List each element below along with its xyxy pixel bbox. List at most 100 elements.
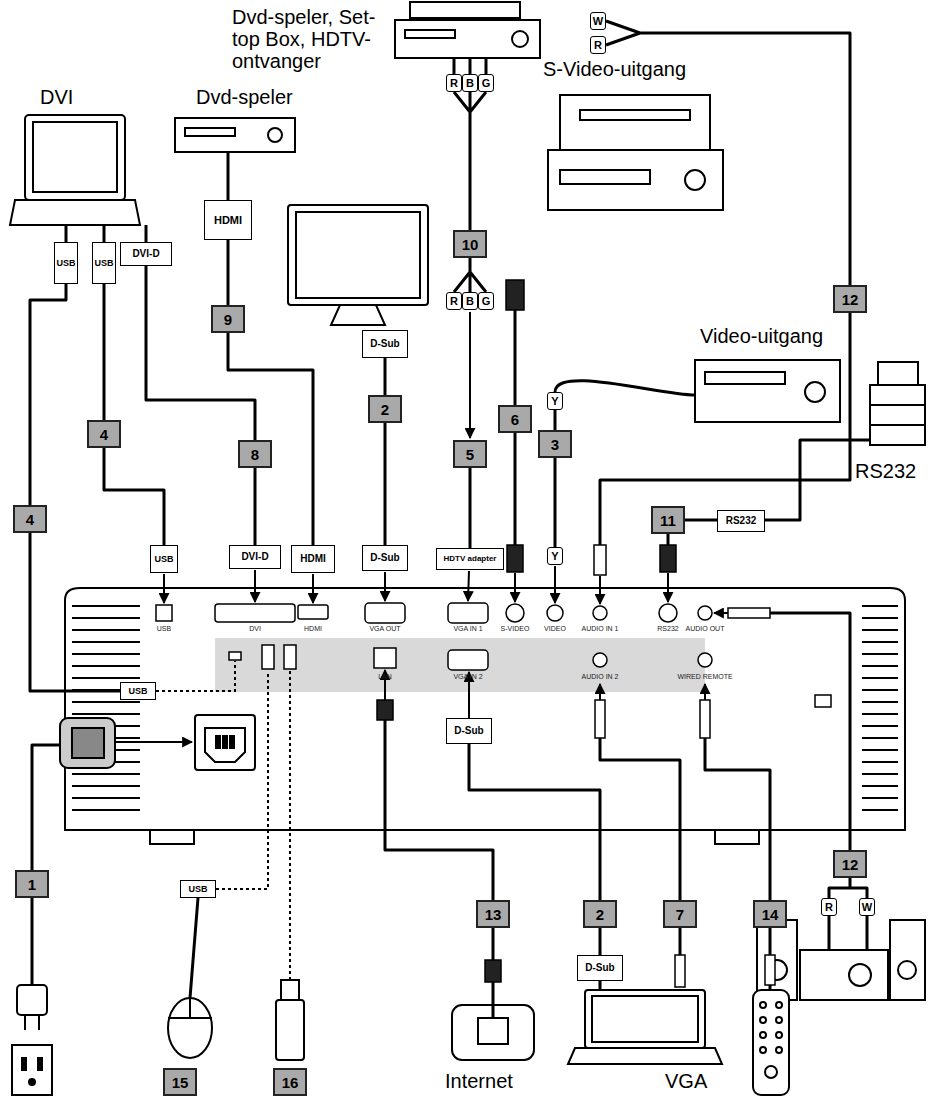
projector-ports [698, 606, 712, 620]
cable [554, 458, 557, 547]
cable [514, 310, 517, 405]
cable [600, 738, 680, 900]
device-illustration [10, 200, 140, 225]
dotted-link [156, 661, 235, 691]
plug-letter: Y [547, 547, 563, 565]
cable [555, 381, 695, 395]
plug-body [485, 960, 501, 982]
cable [30, 21, 870, 1018]
device-illustration [805, 382, 825, 402]
plug-letter: B [462, 74, 478, 92]
insert-arrow [312, 574, 314, 603]
plug-letter: G [478, 292, 494, 310]
device-illustration [585, 990, 705, 1048]
plug-label: D-Sub [446, 718, 492, 744]
power-connector [72, 728, 104, 758]
port-label: AUDIO OUT [670, 625, 740, 633]
cable [765, 440, 870, 520]
port-label: VGA OUT [350, 625, 420, 633]
port-label: VGA IN 2 [433, 673, 503, 681]
plug-body [675, 955, 685, 987]
port-label: DVI [220, 625, 290, 633]
cable [679, 928, 682, 955]
device-illustration [560, 170, 650, 184]
cable [227, 152, 230, 200]
plug-letter: R [446, 292, 462, 310]
cable [829, 916, 867, 950]
callout-number: 8 [238, 440, 272, 468]
callout-number: 6 [498, 405, 532, 433]
power-inlet [195, 715, 255, 770]
device-illustration [898, 961, 916, 979]
device-illustration [765, 1066, 777, 1078]
insert-arrow [599, 576, 601, 604]
insert-arrow [514, 573, 516, 602]
cable [146, 266, 255, 440]
cable [190, 898, 198, 998]
plug-body [506, 280, 524, 310]
callout-number: 15 [163, 1068, 197, 1096]
device-illustration [512, 31, 528, 47]
plug-label: D-Sub [362, 330, 408, 358]
cable [600, 313, 850, 545]
plug-body [660, 545, 676, 572]
dotted-link [216, 671, 268, 889]
cable [514, 433, 517, 545]
device-illustration [331, 305, 385, 325]
plug-label: HDTV adapter [436, 548, 504, 570]
projector-ports [365, 603, 405, 623]
insert-arrow [599, 684, 601, 700]
insert-arrow [115, 312, 728, 742]
cable [599, 981, 602, 990]
device-illustration [22, 1058, 26, 1070]
callout-number: 4 [87, 420, 121, 448]
port-band [215, 638, 705, 692]
callout-number: 3 [538, 430, 572, 458]
plug-label: USB [92, 242, 116, 284]
insert-arrow [163, 574, 165, 603]
plug-letter: B [462, 292, 478, 310]
device-illustration [17, 985, 47, 1015]
plug-label: USB [180, 880, 216, 898]
plug-label: USB [120, 682, 156, 700]
port-label: USB [129, 625, 199, 633]
callout-number: 10 [453, 230, 487, 258]
power-inlet [230, 736, 234, 748]
device-illustration [478, 1018, 508, 1044]
cable [769, 928, 772, 955]
port-label: HDMI [278, 625, 348, 633]
device-illustration [168, 998, 212, 1018]
projector-ports [262, 645, 274, 669]
plug-body [377, 280, 775, 987]
cable [705, 738, 770, 900]
plug-body [700, 700, 710, 738]
projector-ports [156, 603, 831, 707]
device-illustration [25, 1015, 39, 1030]
plug-letter: W [859, 898, 875, 916]
power-connector [60, 718, 115, 768]
port-label: AUDIO IN 1 [565, 625, 635, 633]
projector-ports [156, 605, 172, 621]
device-illustration [757, 920, 797, 1000]
port-label: AUDIO IN 2 [565, 673, 635, 681]
device-illustration [410, 2, 520, 18]
device-illustration [25, 115, 125, 200]
cable [599, 928, 602, 955]
insert-arrow [254, 570, 256, 602]
device-illustration [800, 950, 888, 1000]
power-inlet [223, 736, 227, 748]
plug-body [507, 545, 523, 572]
callout-number: 13 [476, 900, 510, 928]
insert-arrow [704, 684, 706, 700]
callout-number: 12 [833, 850, 867, 878]
plug-letter: R [821, 898, 837, 916]
plug-letter: R [446, 74, 462, 92]
cable [454, 58, 486, 74]
cable [769, 985, 772, 990]
callout-number: 16 [273, 1068, 307, 1096]
callout-number: 4 [13, 505, 47, 533]
power-inlet [195, 715, 255, 770]
device-illustration [10, 2, 925, 1095]
